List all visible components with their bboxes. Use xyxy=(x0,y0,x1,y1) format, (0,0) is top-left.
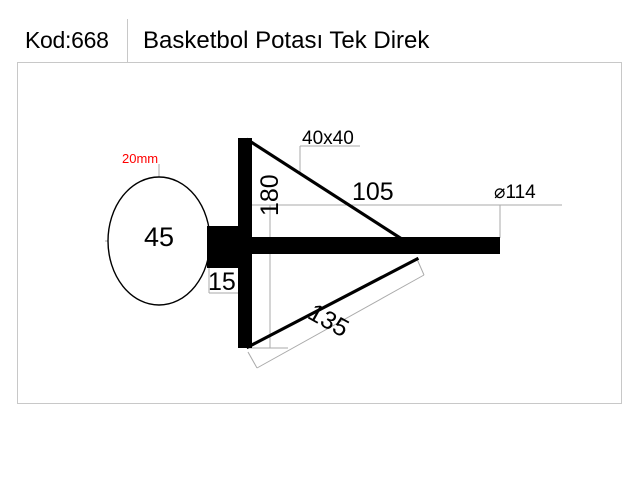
label-backboard-size: 45 xyxy=(144,222,175,252)
label-mast-height: 180 xyxy=(256,174,284,216)
label-brace-profile: 40x40 xyxy=(302,128,354,149)
label-hub-size: 15 xyxy=(208,268,236,296)
title-cell: Basketbol Potası Tek Direk xyxy=(128,19,622,62)
label-pole-diameter: ⌀114 xyxy=(494,182,536,203)
page-title: Basketbol Potası Tek Direk xyxy=(143,26,430,54)
title-block: Kod:668 Basketbol Potası Tek Direk xyxy=(17,19,622,63)
drawing-frame xyxy=(17,19,622,404)
code-cell: Kod:668 xyxy=(17,19,128,62)
code-label: Kod:668 xyxy=(25,27,109,53)
label-upper-brace: 105 xyxy=(352,178,394,206)
label-backboard-thickness: 20mm xyxy=(122,151,159,166)
